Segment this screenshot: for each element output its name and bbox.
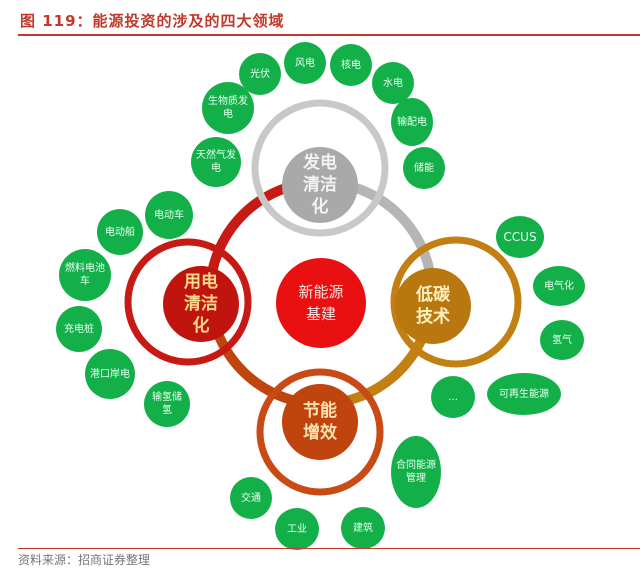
bubble-e-ship: 电动船 bbox=[97, 209, 143, 255]
bubble-hydro: 水电 bbox=[372, 62, 414, 104]
bubble-fuel-cell-car: 燃料电池车 bbox=[59, 249, 111, 301]
bubble-industry: 工业 bbox=[275, 508, 319, 550]
bubble-wind: 风电 bbox=[284, 42, 326, 84]
ring-efficiency bbox=[256, 368, 384, 496]
bubble-gas-power: 天然气发电 bbox=[191, 137, 241, 187]
title-divider bbox=[18, 34, 640, 36]
bubble-biomass: 生物质发电 bbox=[202, 82, 254, 134]
ring-power-gen bbox=[251, 99, 389, 237]
bubble-charging-pile: 充电桩 bbox=[56, 306, 102, 352]
bubble-renewables: 可再生能源 bbox=[487, 373, 561, 415]
bubble-building: 建筑 bbox=[341, 507, 385, 549]
bubble-ev: 电动车 bbox=[145, 191, 193, 239]
figure-title: 图 119：能源投资的涉及的四大领域 bbox=[20, 12, 285, 30]
bubble-epc: 合同能源管理 bbox=[391, 436, 441, 508]
bubble-transport: 交通 bbox=[230, 477, 272, 519]
ring-consumption bbox=[124, 238, 252, 366]
source-note: 资料来源：招商证券整理 bbox=[18, 553, 151, 567]
bubble-storage: 储能 bbox=[403, 147, 445, 189]
bubble-solar: 光伏 bbox=[239, 53, 281, 95]
bubble-ccus: CCUS bbox=[496, 216, 544, 258]
hub-low-carbon: 低碳 技术 bbox=[395, 268, 471, 344]
bubble-transmission: 输配电 bbox=[391, 98, 433, 146]
footer-divider bbox=[18, 548, 640, 549]
ring-low-carbon bbox=[390, 236, 522, 368]
hub-efficiency: 节能 增效 bbox=[282, 384, 358, 460]
bubble-hydrogen-storage: 输氢储氢 bbox=[144, 381, 190, 427]
bubble-more: … bbox=[431, 376, 475, 418]
hub-consumption: 用电 清洁 化 bbox=[163, 266, 239, 342]
bubble-hydrogen: 氢气 bbox=[540, 320, 584, 360]
bubble-electrification: 电气化 bbox=[533, 266, 585, 306]
bubble-shore-power: 港口岸电 bbox=[85, 349, 135, 399]
center-new-energy-infra: 新能源 基建 bbox=[276, 258, 366, 348]
hub-power-gen: 发电 清洁 化 bbox=[282, 147, 358, 223]
bubble-nuclear: 核电 bbox=[330, 44, 372, 86]
